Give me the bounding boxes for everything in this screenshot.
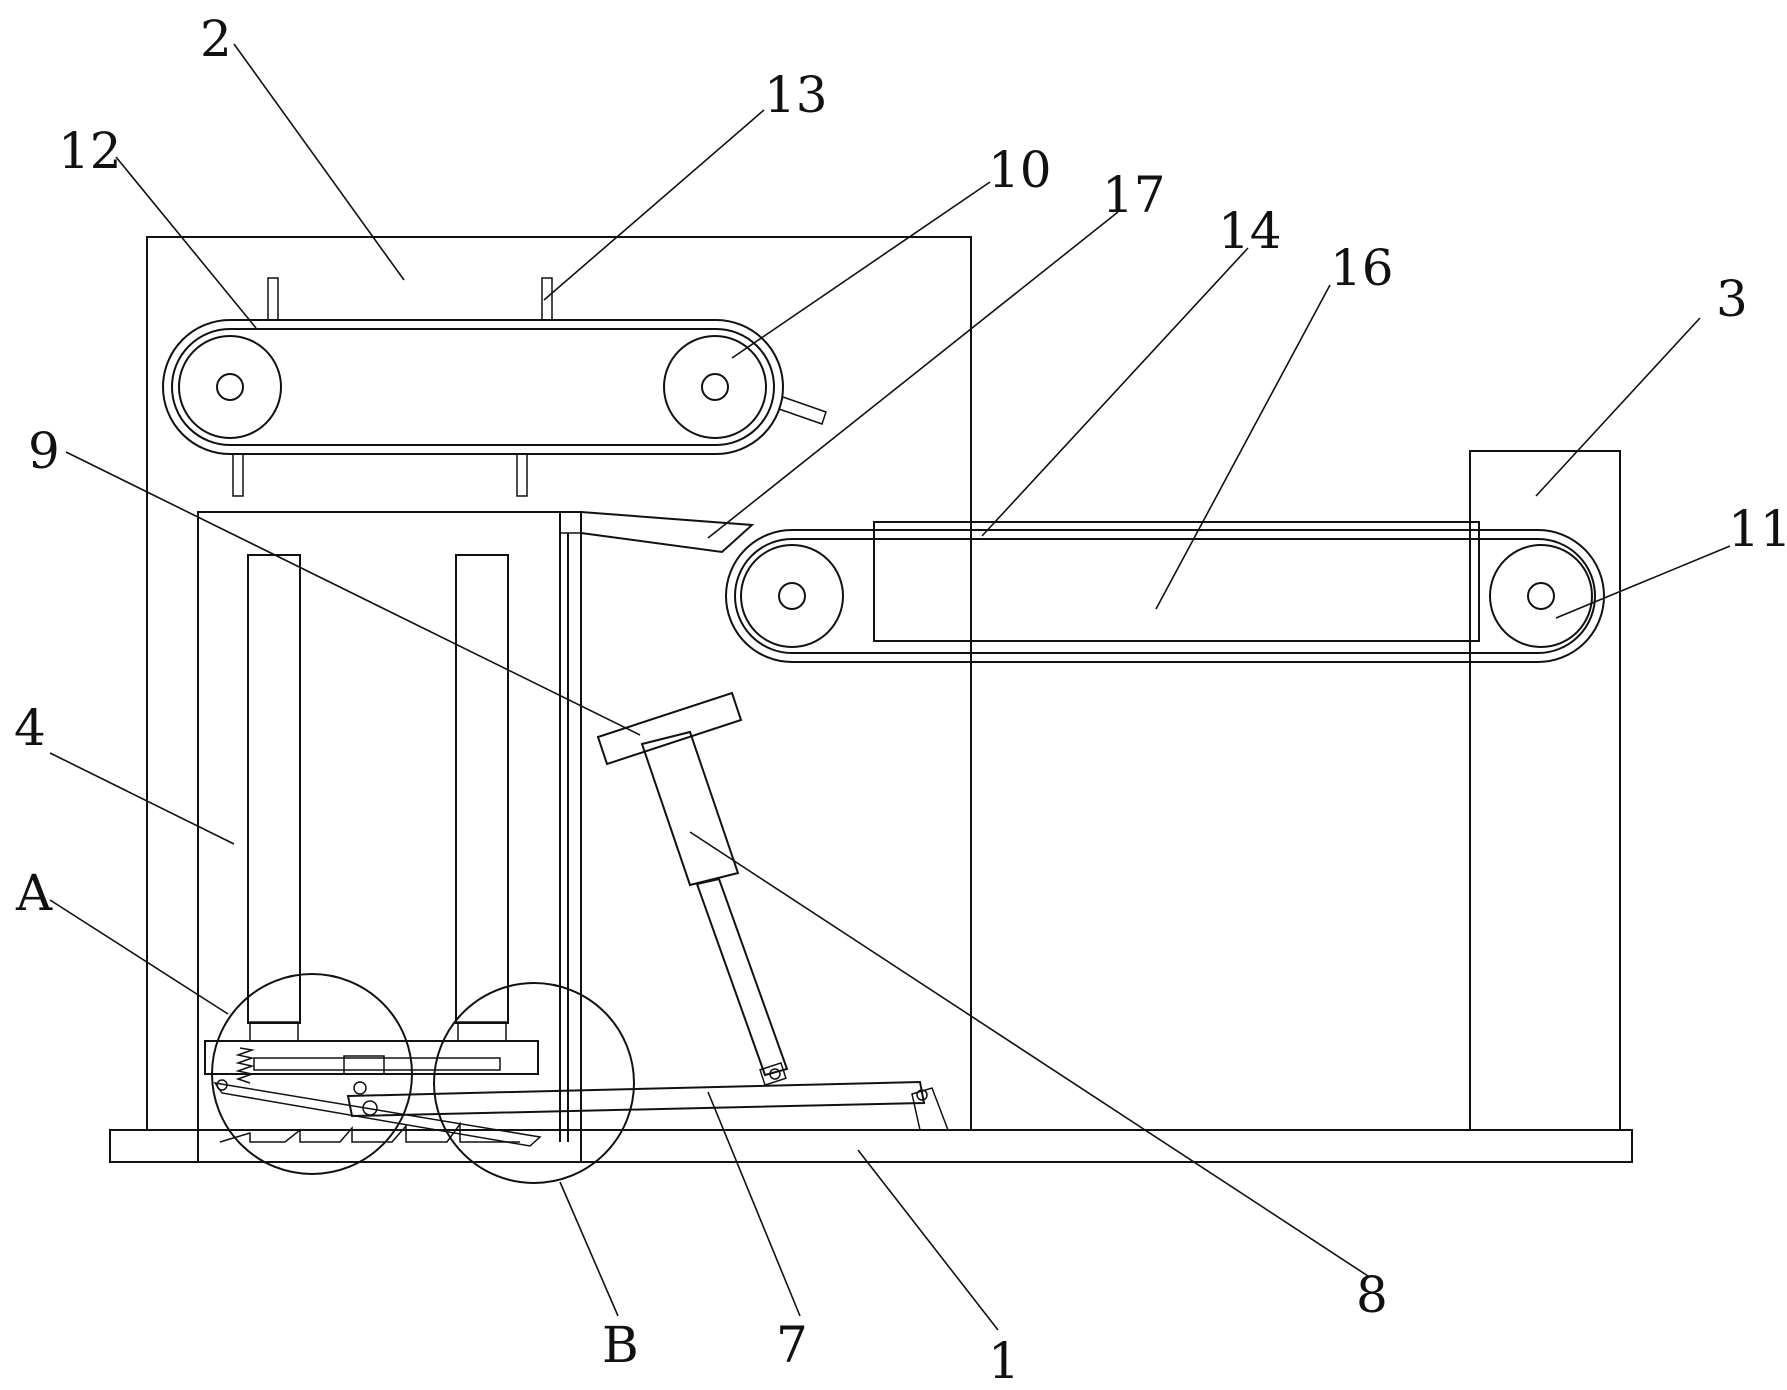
lever-pivot-right xyxy=(916,1089,928,1101)
push-plate xyxy=(596,691,743,766)
label-2: 2 xyxy=(200,10,232,68)
leader-13 xyxy=(543,109,765,301)
upper-belt-inner xyxy=(171,328,775,446)
label-17: 17 xyxy=(1102,166,1166,224)
lift-plate-slot xyxy=(253,1057,501,1071)
pusher-pin-side xyxy=(778,396,827,425)
lever-support xyxy=(911,1087,950,1131)
leader-8 xyxy=(689,831,1369,1277)
pusher-pin-top-right xyxy=(541,277,553,321)
leader-a xyxy=(49,899,229,1015)
lever-arm xyxy=(346,1080,950,1131)
label-1: 1 xyxy=(988,1332,1020,1390)
upper-left-roller xyxy=(178,335,282,439)
piston-rod xyxy=(695,877,789,1077)
leader-12 xyxy=(115,156,257,329)
rod-end-pin xyxy=(769,1068,781,1080)
detail-circle-b xyxy=(433,982,635,1184)
push-cylinder xyxy=(640,730,789,1086)
label-7: 7 xyxy=(776,1316,808,1374)
label-8: 8 xyxy=(1356,1266,1388,1324)
right-belt-outer xyxy=(725,529,1605,663)
right-left-roller-axle xyxy=(778,582,806,610)
reference-labels: 2 12 13 10 17 14 16 3 11 9 4 A B 7 1 8 xyxy=(14,10,1787,1390)
storage-box xyxy=(197,511,582,1163)
guide-column-left xyxy=(247,554,301,1024)
leader-17 xyxy=(707,211,1119,539)
right-support-column xyxy=(1469,450,1621,1131)
label-4: 4 xyxy=(14,699,46,757)
leader-b xyxy=(559,1181,619,1317)
storage-box-outline xyxy=(197,511,582,1163)
lever-bar xyxy=(346,1080,926,1118)
leader-lines xyxy=(49,43,1731,1331)
pusher-pin-top-left xyxy=(267,277,279,321)
guide-column-right xyxy=(455,554,509,1024)
leader-7 xyxy=(707,1091,801,1317)
support-box xyxy=(873,521,1480,642)
upper-belt-outer xyxy=(162,319,784,455)
leader-1 xyxy=(857,1149,999,1331)
label-9: 9 xyxy=(28,422,60,480)
lift-plate-block xyxy=(343,1055,385,1075)
leader-10 xyxy=(731,181,991,359)
floor-teeth xyxy=(219,1121,520,1143)
leader-9 xyxy=(65,451,641,736)
leader-14 xyxy=(981,247,1249,537)
guide-chute xyxy=(580,510,755,554)
label-10: 10 xyxy=(988,141,1052,199)
label-11: 11 xyxy=(1728,500,1787,558)
label-3: 3 xyxy=(1716,270,1748,328)
right-conveyor xyxy=(725,521,1605,663)
right-belt-inner xyxy=(734,538,1596,654)
upper-right-roller-axle xyxy=(701,373,729,401)
column-foot-right xyxy=(457,1021,507,1042)
cylinder-body xyxy=(640,730,740,887)
leader-4 xyxy=(49,752,235,845)
rod-end-clevis xyxy=(759,1062,787,1086)
label-16: 16 xyxy=(1330,239,1394,297)
column-foot-left xyxy=(249,1021,299,1042)
lever-pivot-left xyxy=(353,1081,367,1095)
leader-3 xyxy=(1535,317,1701,497)
leader-11 xyxy=(1555,545,1731,619)
right-left-roller xyxy=(740,544,844,648)
pusher-pin-bottom-right xyxy=(516,453,528,497)
label-a: A xyxy=(15,864,53,922)
label-b: B xyxy=(602,1316,639,1374)
upper-left-roller-axle xyxy=(216,373,244,401)
upper-right-roller xyxy=(663,335,767,439)
base-plate xyxy=(109,1129,1633,1163)
label-12: 12 xyxy=(58,122,122,180)
detail-circle-a xyxy=(211,973,413,1175)
pusher-pin-bottom-left xyxy=(232,453,244,497)
label-14: 14 xyxy=(1218,202,1282,260)
upper-conveyor xyxy=(162,277,827,497)
leader-16 xyxy=(1155,284,1331,610)
inclined-plate xyxy=(213,1081,542,1147)
leader-2 xyxy=(233,43,405,281)
right-right-roller-axle xyxy=(1527,582,1555,610)
spring xyxy=(235,1047,255,1084)
lever-pivot-left-lower xyxy=(362,1100,378,1116)
label-13: 13 xyxy=(764,66,828,124)
right-right-roller xyxy=(1489,544,1593,648)
